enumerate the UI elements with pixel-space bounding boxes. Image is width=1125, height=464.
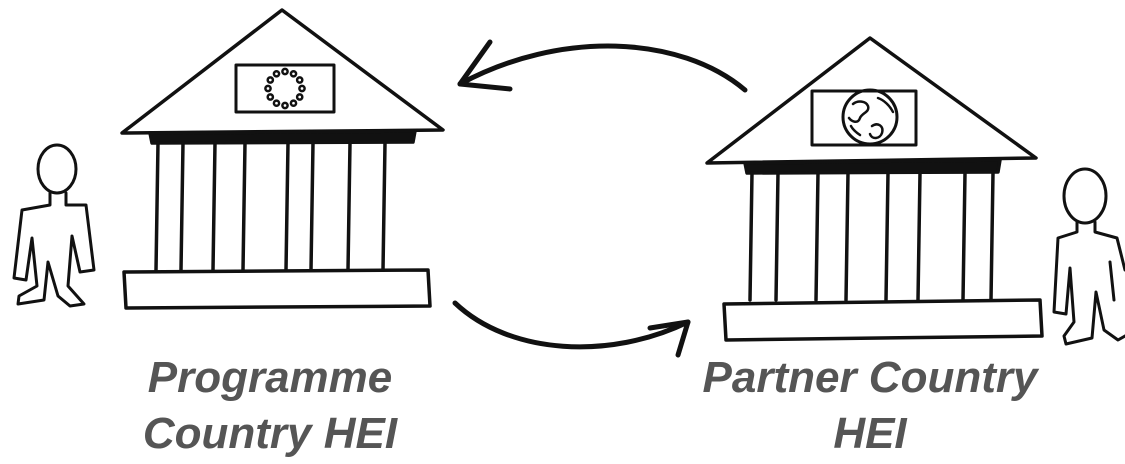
right-base	[722, 298, 1044, 342]
programme-country-building	[120, 8, 445, 310]
left-beam	[148, 129, 417, 145]
eu-flag-icon	[234, 63, 336, 114]
left-base	[122, 268, 432, 310]
partner-country-hei-label: Partner Country HEI	[680, 350, 1060, 462]
right-beam	[743, 158, 1002, 175]
label-left-line1: Programme	[147, 353, 393, 402]
left-person-icon	[12, 143, 96, 308]
left-columns	[154, 141, 387, 272]
label-right-line2: HEI	[833, 409, 907, 458]
right-person-icon	[1052, 167, 1125, 346]
right-columns	[748, 171, 995, 302]
arrow-bottom-to-partner	[452, 300, 691, 358]
globe-flag-icon	[810, 88, 918, 147]
programme-country-hei-label: Programme Country HEI	[100, 350, 440, 462]
partner-country-building	[705, 36, 1044, 342]
label-left-line2: Country HEI	[142, 409, 398, 458]
label-right-line1: Partner Country	[702, 353, 1038, 402]
arrow-top-to-programme	[457, 39, 748, 93]
